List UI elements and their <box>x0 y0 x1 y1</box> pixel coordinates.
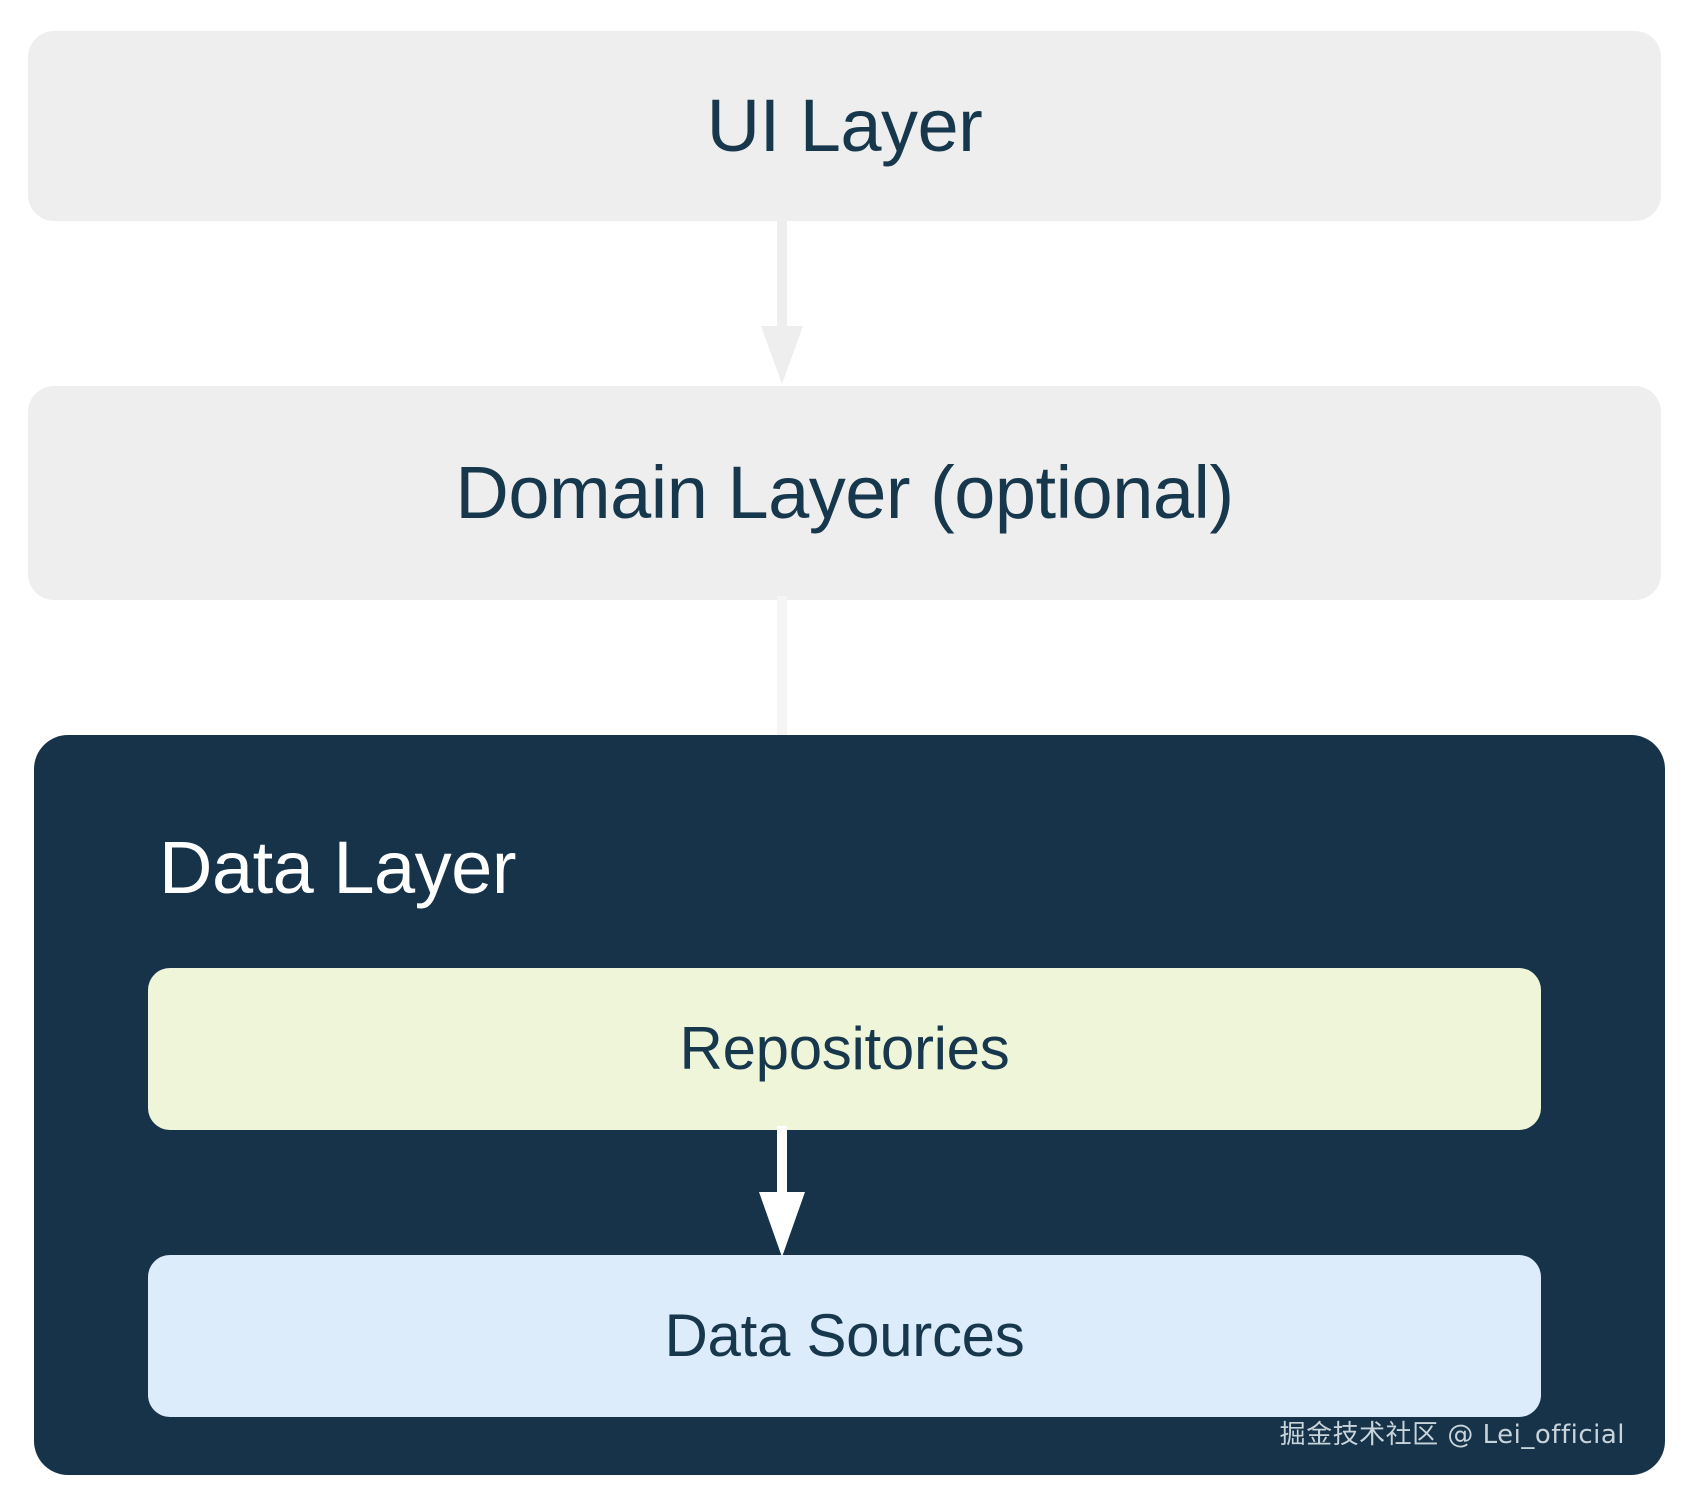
domain-layer-label: Domain Layer (optional) <box>455 451 1234 534</box>
watermark-credit: 掘金技术社区 @ Lei_official <box>1279 1420 1625 1450</box>
arrow-repositories-to-data-sources-icon <box>747 1126 817 1260</box>
arrow-ui-to-domain-icon <box>747 216 817 388</box>
ui-layer-label: UI Layer <box>706 84 983 167</box>
data-layer-label: Data Layer <box>159 826 516 909</box>
domain-layer-box: Domain Layer (optional) <box>28 386 1661 600</box>
repositories-label: Repositories <box>679 1015 1010 1082</box>
data-layer-box: Data Layer Repositories Data Sources 掘金技… <box>34 735 1665 1475</box>
ui-layer-box: UI Layer <box>28 31 1661 221</box>
data-sources-label: Data Sources <box>664 1302 1025 1369</box>
repositories-box: Repositories <box>148 968 1541 1130</box>
data-sources-box: Data Sources <box>148 1255 1541 1417</box>
